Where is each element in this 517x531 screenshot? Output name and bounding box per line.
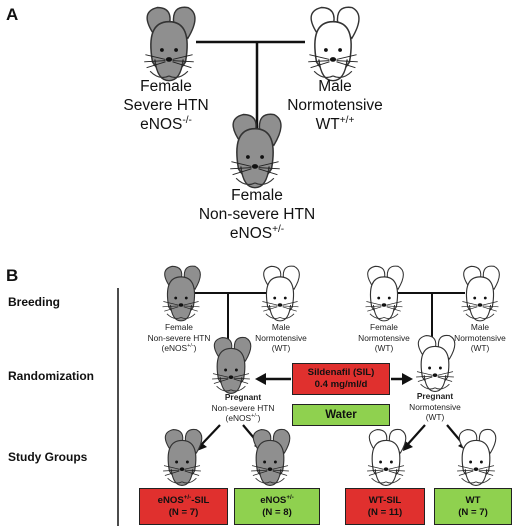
mouse-icon-group-enos [250,428,291,486]
mouse-icon-female-severe-htn [143,6,196,82]
panel-label-a: A [6,5,19,24]
stage-label-randomization: Randomization [8,369,94,383]
mouse-icon-breeding-left-male [260,265,300,322]
label-pregnant-left: Pregnant Non-severe HTN (eNOS+/-) [211,392,275,423]
group-box-enos: eNOS+/- (N = 8) [234,488,320,525]
label-pregnant-right: Pregnant Normotensive (WT) [409,391,461,422]
mouse-icon-male-normotensive [307,6,360,82]
label-breeding-left-male: Male Normotensive (WT) [255,322,307,353]
mouse-icon-group-wt-sil [366,428,407,486]
treatment-box-sildenafil: Sildenafil (SIL) 0.4 mg/ml/d [292,363,390,395]
mouse-icon-pregnant-right [415,334,456,392]
label-offspring-non-severe-htn: Female Non-severe HTN eNOS+/- [198,187,316,242]
stage-label-breeding: Breeding [8,295,61,309]
group-box-wt-sil: WT-SIL (N = 11) [345,488,425,525]
label-female-severe-htn: Female Severe HTN eNOS-/- [123,78,209,133]
arrow-shaft-sil-left [201,424,221,445]
label-male-normotensive: Male Normotensive WT+/+ [287,78,383,133]
mouse-icon-breeding-left-female [161,265,201,322]
stage-label-study-groups: Study Groups [8,450,88,464]
mouse-icon-offspring-female [229,113,282,189]
group-box-enos-sil: eNOS+/--SIL (N = 7) [139,488,228,525]
arrow-head-left [255,373,266,385]
panel-label-b: B [6,266,19,285]
mouse-icon-group-wt [456,428,497,486]
mouse-icon-breeding-right-female [364,265,404,322]
group-box-wt: WT (N = 7) [434,488,512,525]
arrow-head-right [402,373,413,385]
mouse-icon-group-enos-sil [162,428,203,486]
treatment-box-water: Water [292,404,390,426]
mouse-icon-breeding-right-male [460,265,500,322]
mouse-icon-pregnant-left [211,336,252,394]
label-breeding-right-female: Female Normotensive (WT) [358,322,410,353]
label-breeding-left-female: Female Non-severe HTN (eNOS+/-) [147,322,211,353]
label-breeding-right-male: Male Normotensive (WT) [454,322,506,353]
arrow-shaft-sil-right [407,424,426,445]
